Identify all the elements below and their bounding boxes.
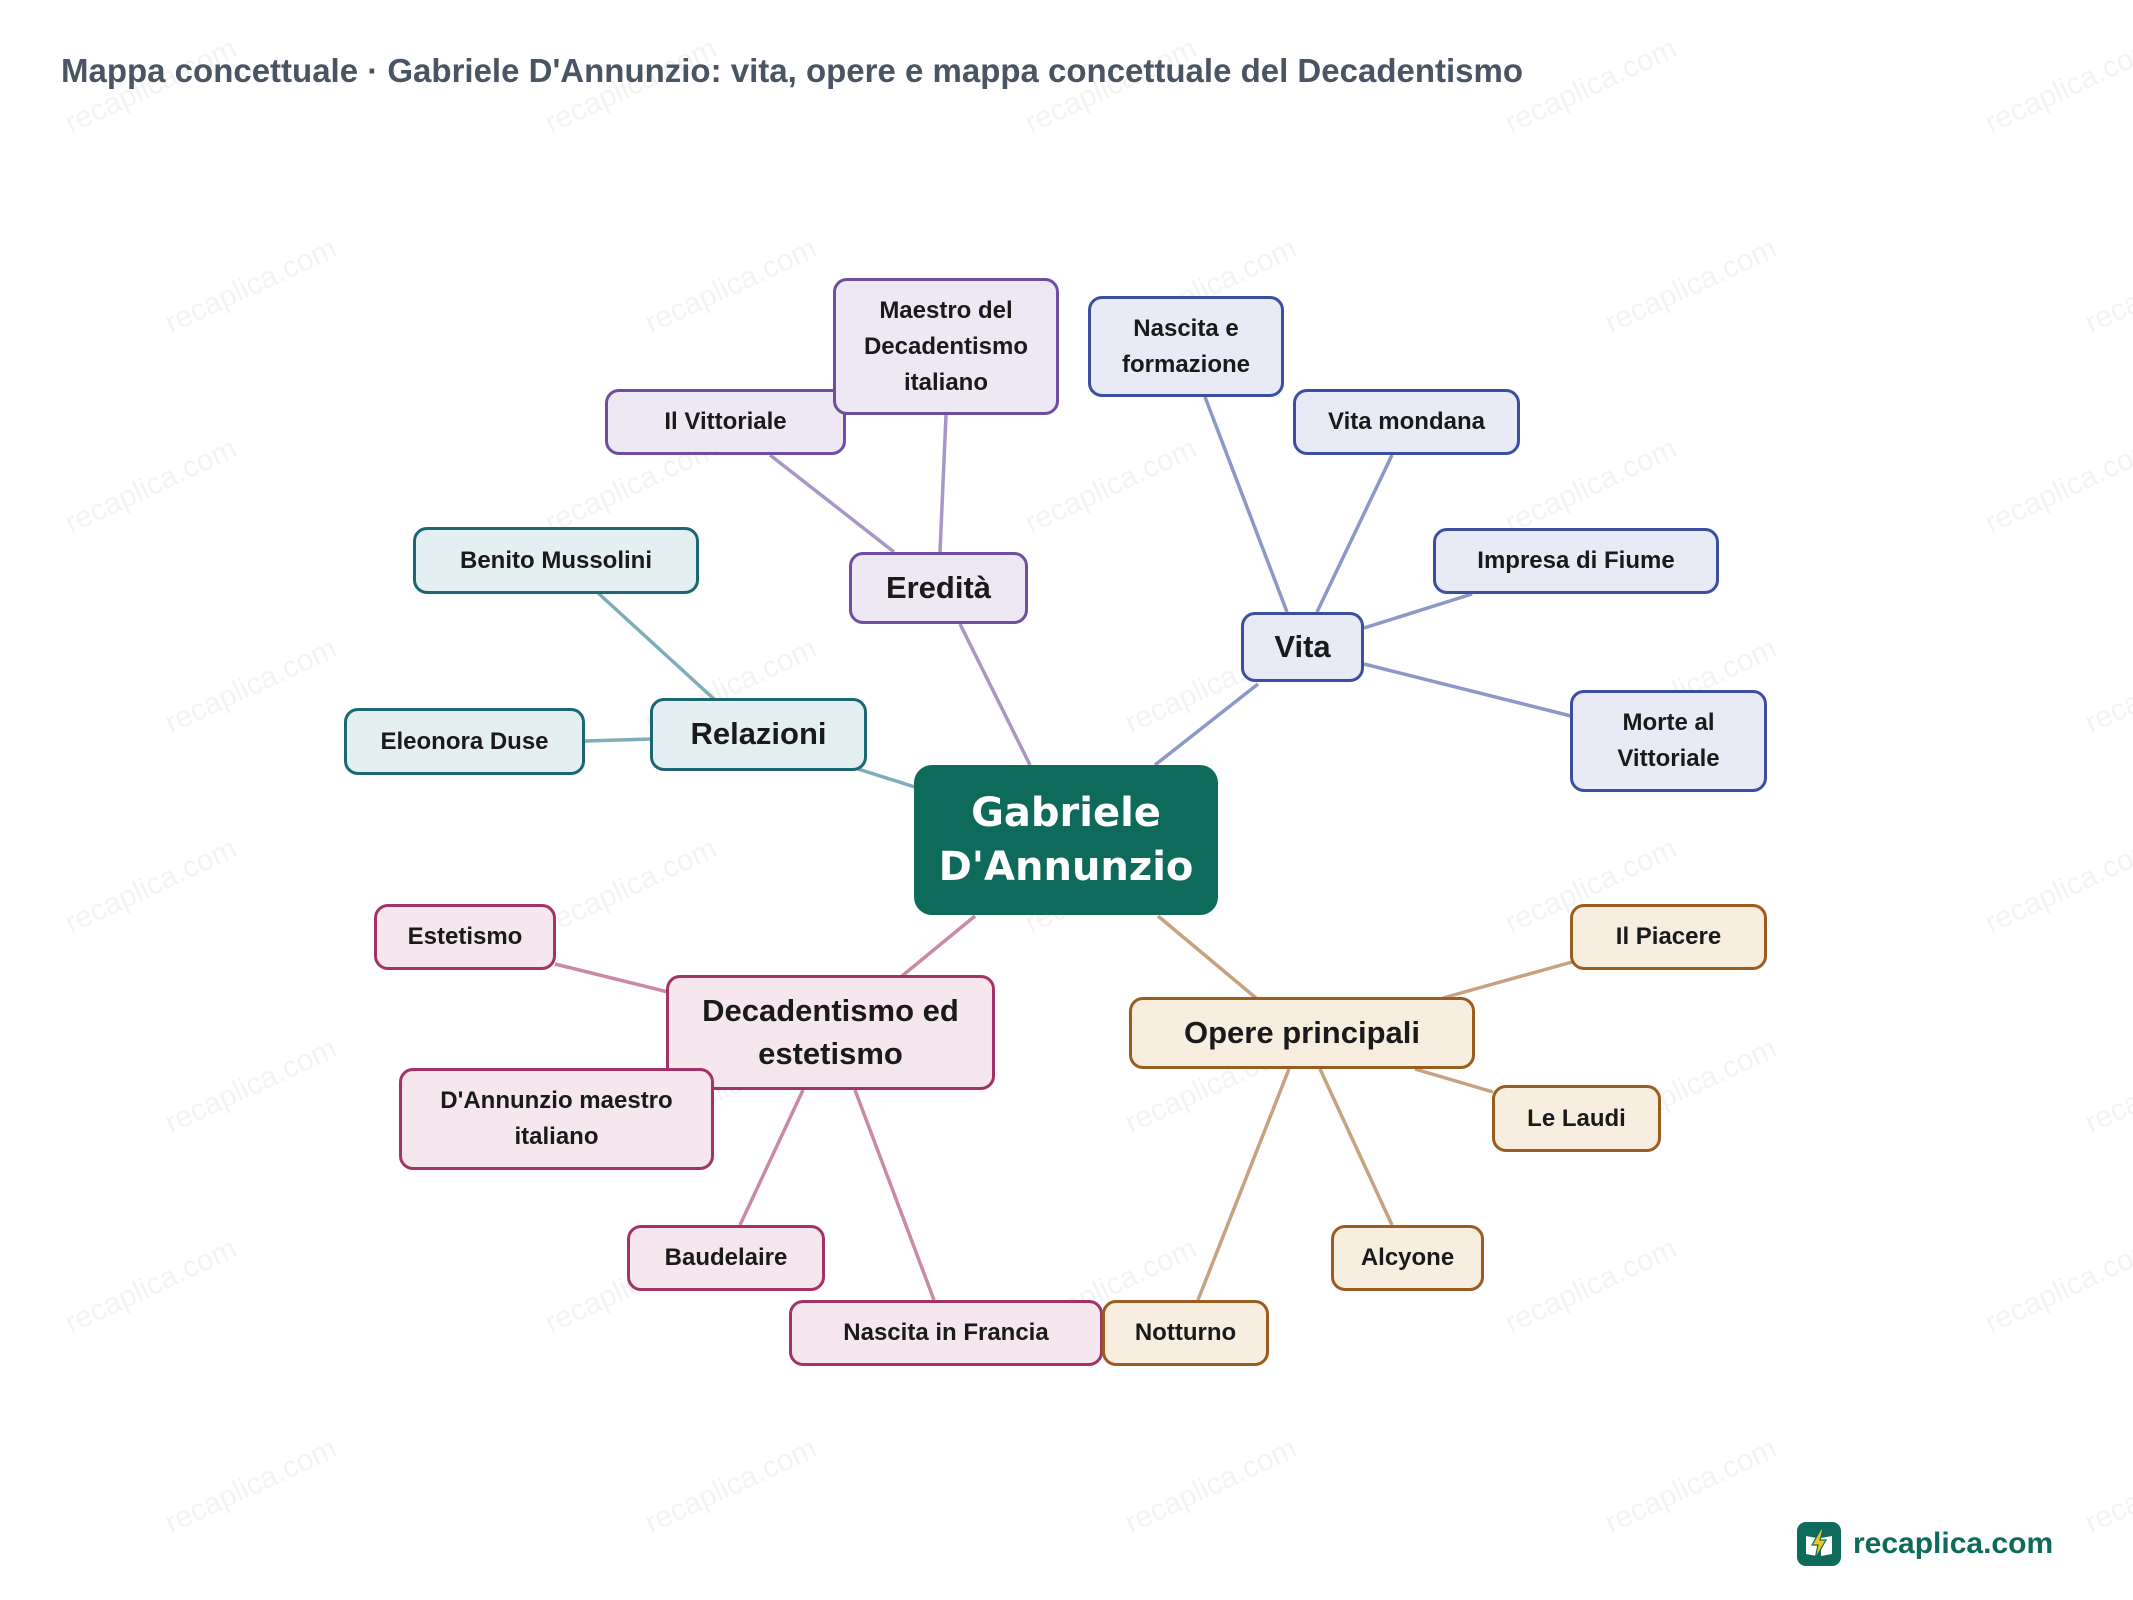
link-vita-fiume: [1363, 592, 1473, 630]
node-il-piacere: Il Piacere: [1570, 904, 1767, 970]
node-nascita-francia: Nascita in Francia: [789, 1300, 1103, 1366]
node-nascita-formazione: Nascita e formazione: [1088, 296, 1284, 397]
link-center-relazioni: [857, 767, 916, 789]
link-vita-morte: [1363, 662, 1572, 718]
node-benito-mussolini: Benito Mussolini: [413, 527, 699, 594]
node-le-laudi: Le Laudi: [1492, 1085, 1661, 1152]
link-eredita-vittoriale: [768, 453, 896, 554]
node-morte-vittoriale: Morte al Vittoriale: [1570, 690, 1767, 792]
brand-logo[interactable]: recaplica.com: [1797, 1520, 2053, 1568]
link-opere-notturno: [1196, 1068, 1291, 1301]
branch-vita: Vita: [1241, 612, 1364, 682]
node-impresa-fiume: Impresa di Fiume: [1433, 528, 1719, 594]
branch-opere-principali: Opere principali: [1129, 997, 1475, 1069]
link-center-decadentismo: [900, 914, 977, 978]
branch-relazioni: Relazioni: [650, 698, 867, 771]
node-baudelaire: Baudelaire: [627, 1225, 825, 1291]
link-center-opere: [1156, 914, 1258, 1000]
node-notturno: Notturno: [1102, 1300, 1269, 1366]
node-alcyone: Alcyone: [1331, 1225, 1484, 1291]
link-relazioni-mussolini: [595, 590, 717, 702]
branch-decadentismo: Decadentismo ed estetismo: [666, 975, 995, 1090]
center-node: Gabriele D'Annunzio: [914, 765, 1218, 915]
link-center-eredita: [958, 623, 1032, 766]
link-dec-baudelaire: [738, 1089, 805, 1226]
brand-name: recaplica.com: [1853, 1527, 2054, 1560]
link-center-vita: [1153, 682, 1260, 767]
node-il-vittoriale: Il Vittoriale: [605, 389, 846, 455]
link-opere-laudi: [1414, 1067, 1494, 1094]
link-vita-mondana: [1315, 454, 1394, 613]
link-opere-piacere: [1442, 960, 1573, 1000]
branch-eredita: Eredità: [849, 552, 1028, 624]
lightning-book-icon: [1797, 1522, 1841, 1566]
link-eredita-maestro: [938, 414, 948, 553]
node-estetismo: Estetismo: [374, 904, 556, 970]
node-eleonora-duse: Eleonora Duse: [344, 708, 585, 775]
page-title: Mappa concettuale · Gabriele D'Annunzio:…: [61, 52, 1524, 89]
link-vita-nascita: [1203, 396, 1289, 613]
link-relazioni-duse: [584, 737, 652, 743]
link-opere-alcyone: [1318, 1068, 1394, 1226]
node-maestro-decadentismo: Maestro del Decadentismo italiano: [833, 278, 1059, 415]
link-dec-francia: [853, 1089, 936, 1301]
node-vita-mondana: Vita mondana: [1293, 389, 1520, 455]
link-dec-estetismo: [554, 962, 669, 994]
node-dannunzio-maestro: D'Annunzio maestro italiano: [399, 1068, 714, 1170]
